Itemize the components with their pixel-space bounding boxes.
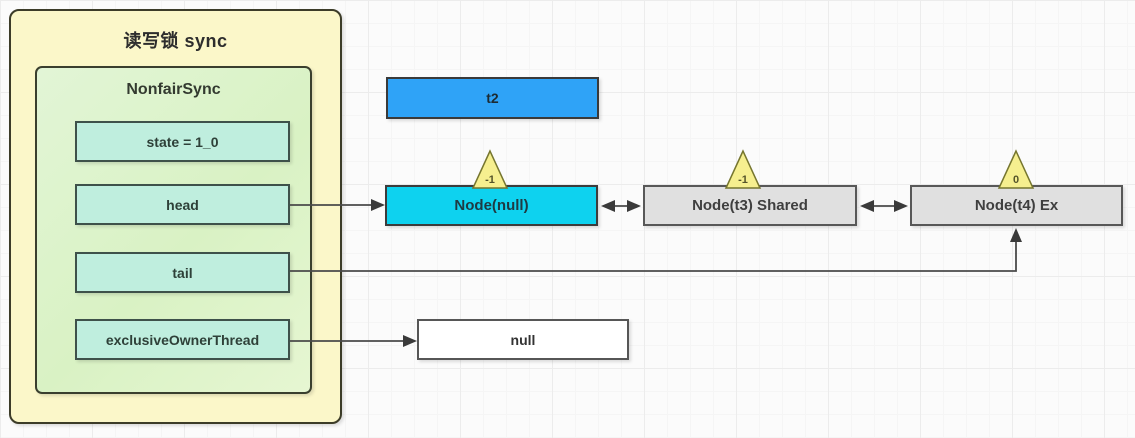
head-field: head <box>75 184 290 225</box>
nonfairsync-title: NonfairSync <box>126 81 221 98</box>
tail-field: tail <box>75 252 290 293</box>
wait-status-triangle-node-t3: -1 <box>724 149 762 189</box>
null-value-box: null <box>417 319 629 360</box>
thread-t2-box: t2 <box>386 77 599 119</box>
queue-node-head-null: Node(null) <box>385 185 598 226</box>
rwlock-sync-title: 读写锁 sync <box>123 31 228 51</box>
state-field: state = 1_0 <box>75 121 290 162</box>
tail-pointer-arrow <box>290 228 1022 272</box>
prev-next-link-arrow-1 <box>601 200 641 212</box>
prev-next-link-arrow-2 <box>860 200 908 212</box>
exclusive-owner-thread-field: exclusiveOwnerThread <box>75 319 290 360</box>
queue-node-t3-shared: Node(t3) Shared <box>643 185 857 226</box>
queue-node-t4-exclusive: Node(t4) Ex <box>910 185 1123 226</box>
wait-status-triangle-node-t4: 0 <box>997 149 1035 189</box>
wait-status-triangle-node-null: -1 <box>471 149 509 189</box>
